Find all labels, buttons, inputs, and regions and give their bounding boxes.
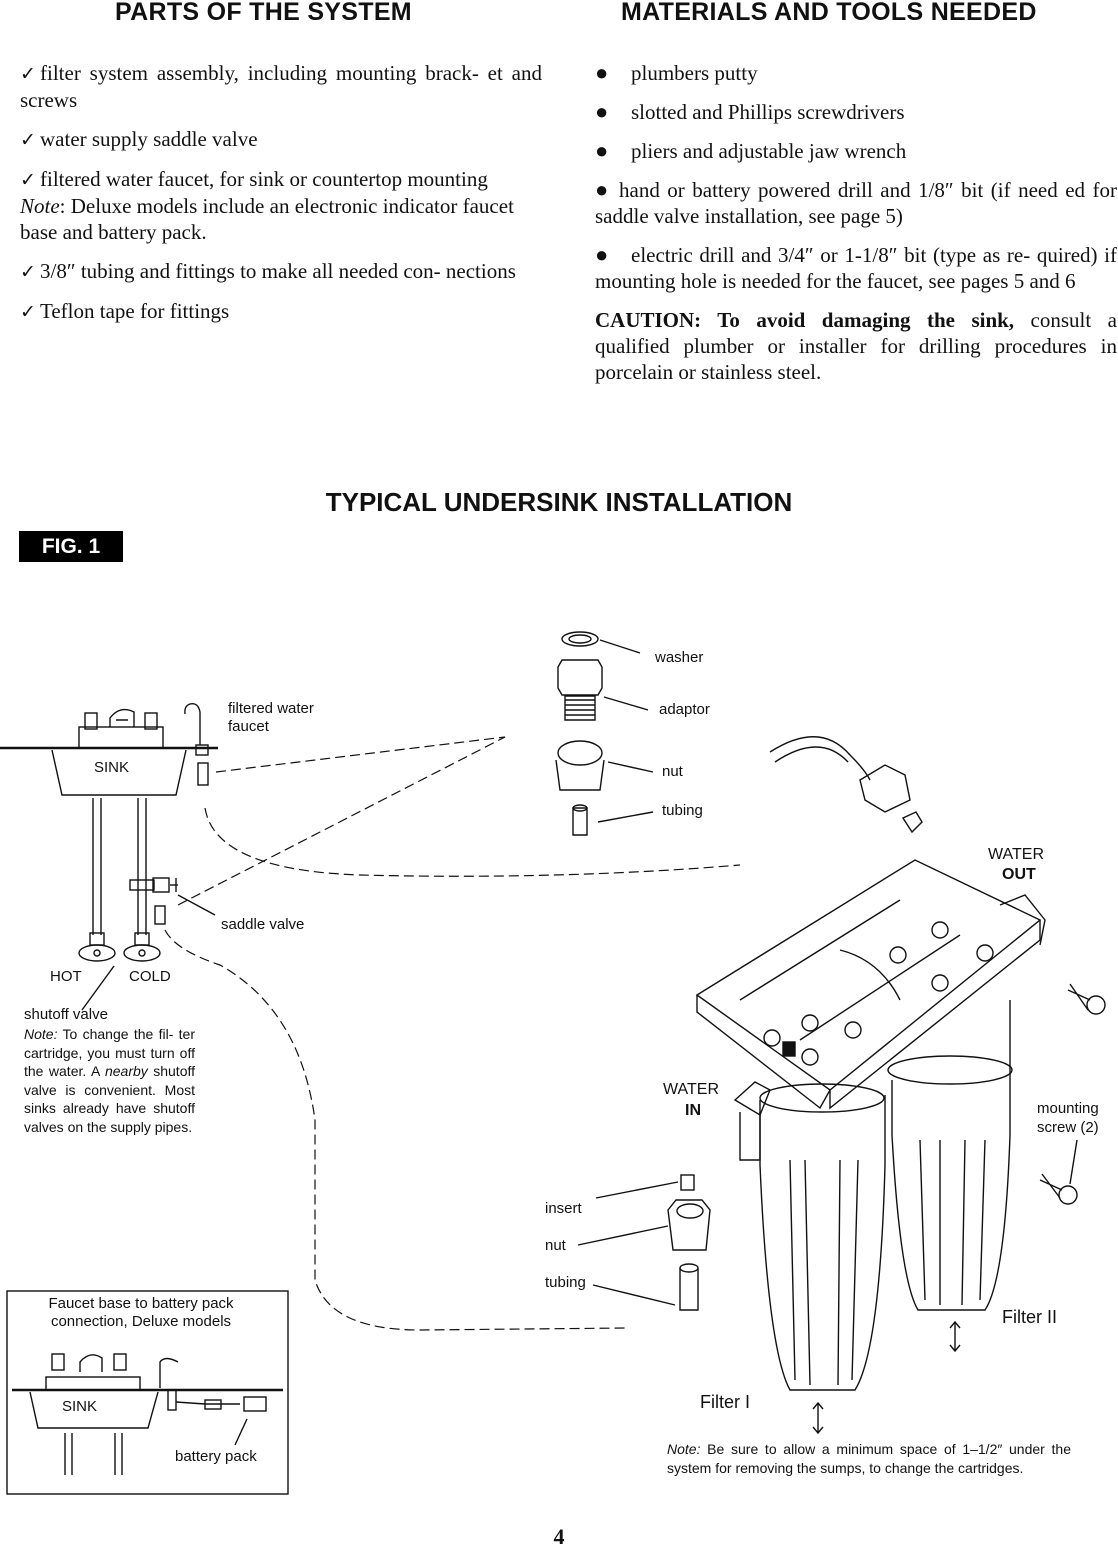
inset-title-1: Faucet base to battery pack: [48, 1295, 234, 1312]
materials-item: ●electric drill and 3/4″ or 1-1/8″ bit (…: [595, 242, 1117, 293]
caution-bold: CAUTION: To avoid damaging the sink,: [595, 308, 1015, 332]
materials-list: ●plumbers putty ●slotted and Phillips sc…: [595, 60, 1117, 398]
parts-item: ✓Teflon tape for fittings: [20, 299, 230, 323]
figure-title: TYPICAL UNDERSINK INSTALLATION: [325, 487, 793, 517]
parts-note-label: Note: [20, 194, 60, 218]
bullet-icon: ●: [595, 242, 609, 267]
mounting-screw-label-1: mounting: [1037, 1100, 1099, 1117]
materials-item: ●pliers and adjustable jaw wrench: [595, 138, 907, 163]
bottom-note: Note: Be sure to allow a minimum space o…: [667, 1441, 1071, 1476]
battery-pack-label: battery pack: [175, 1448, 257, 1465]
insert-label: insert: [545, 1200, 582, 1217]
check-icon: ✓: [20, 301, 36, 323]
parts-heading: PARTS OF THE SYSTEM: [115, 0, 412, 26]
parts-item: ✓water supply saddle valve: [20, 127, 258, 151]
parts-item: ✓filter system assembly, including mount…: [20, 61, 542, 112]
dashed-guides: [164, 736, 741, 1331]
nut-bottom-label: nut: [545, 1237, 566, 1254]
bullet-icon: ●: [595, 177, 609, 202]
faucet-label-1: filtered water: [228, 700, 314, 717]
page-number: 4: [553, 1524, 565, 1549]
water-out-label-1: WATER: [988, 846, 1044, 863]
water-in-label-1: WATER: [663, 1081, 719, 1098]
parts-item: ✓filtered water faucet, for sink or coun…: [20, 167, 514, 244]
washer-label: washer: [655, 649, 704, 666]
bullet-icon: ●: [595, 138, 609, 163]
inset-title-2: connection, Deluxe models: [50, 1313, 232, 1330]
shutoff-title: shutoff valve: [24, 1006, 108, 1023]
check-icon: ✓: [20, 63, 36, 85]
check-icon: ✓: [20, 169, 36, 191]
check-icon: ✓: [20, 129, 36, 151]
caution-text: consult a qualified plumber or installer…: [595, 308, 1117, 384]
sink-drawing: [0, 702, 218, 962]
sink-label: SINK: [94, 759, 130, 776]
materials-item: ●hand or battery powered drill and 1/8″ …: [595, 177, 1117, 228]
inset-sink-label: SINK: [62, 1398, 98, 1415]
materials-item: ●slotted and Phillips screwdrivers: [595, 99, 905, 124]
saddle-valve-label: saddle valve: [221, 916, 305, 933]
filter-assembly: [577, 736, 1106, 1435]
parts-list: ✓filter system assembly, including mount…: [20, 60, 542, 338]
materials-item: ●plumbers putty: [595, 60, 758, 85]
nut-top-label: nut: [662, 763, 683, 780]
tubing-top-label: tubing: [662, 802, 703, 819]
filter-1-label: Filter I: [700, 1392, 751, 1412]
bullet-icon: ●: [595, 99, 609, 124]
cold-label: COLD: [129, 968, 171, 985]
faucet-label-2: faucet: [228, 718, 269, 735]
hot-label: HOT: [50, 968, 82, 985]
parts-note-text: : Deluxe models include an electronic in…: [20, 194, 514, 244]
mounting-screw-label-2: screw (2): [1037, 1119, 1099, 1136]
caution: CAUTION: To avoid damaging the sink, con…: [595, 307, 1117, 385]
figure-badge: FIG. 1: [19, 531, 123, 562]
filter-2-label: Filter II: [1002, 1307, 1058, 1327]
bullet-icon: ●: [595, 60, 609, 85]
inset-drawing: [6, 1290, 289, 1495]
check-icon: ✓: [20, 261, 36, 283]
adaptor-label: adaptor: [659, 701, 710, 718]
parts-item: ✓3/8″ tubing and fittings to make all ne…: [20, 259, 516, 283]
top-fittings: [555, 631, 654, 836]
materials-heading: MATERIALS AND TOOLS NEEDED: [621, 0, 1037, 26]
tubing-bottom-label: tubing: [545, 1274, 586, 1291]
water-in-label-2: IN: [685, 1102, 701, 1119]
shutoff-note: Note: To change the fil- ter cartridge, …: [24, 1026, 196, 1135]
water-out-label-2: OUT: [1002, 866, 1036, 883]
